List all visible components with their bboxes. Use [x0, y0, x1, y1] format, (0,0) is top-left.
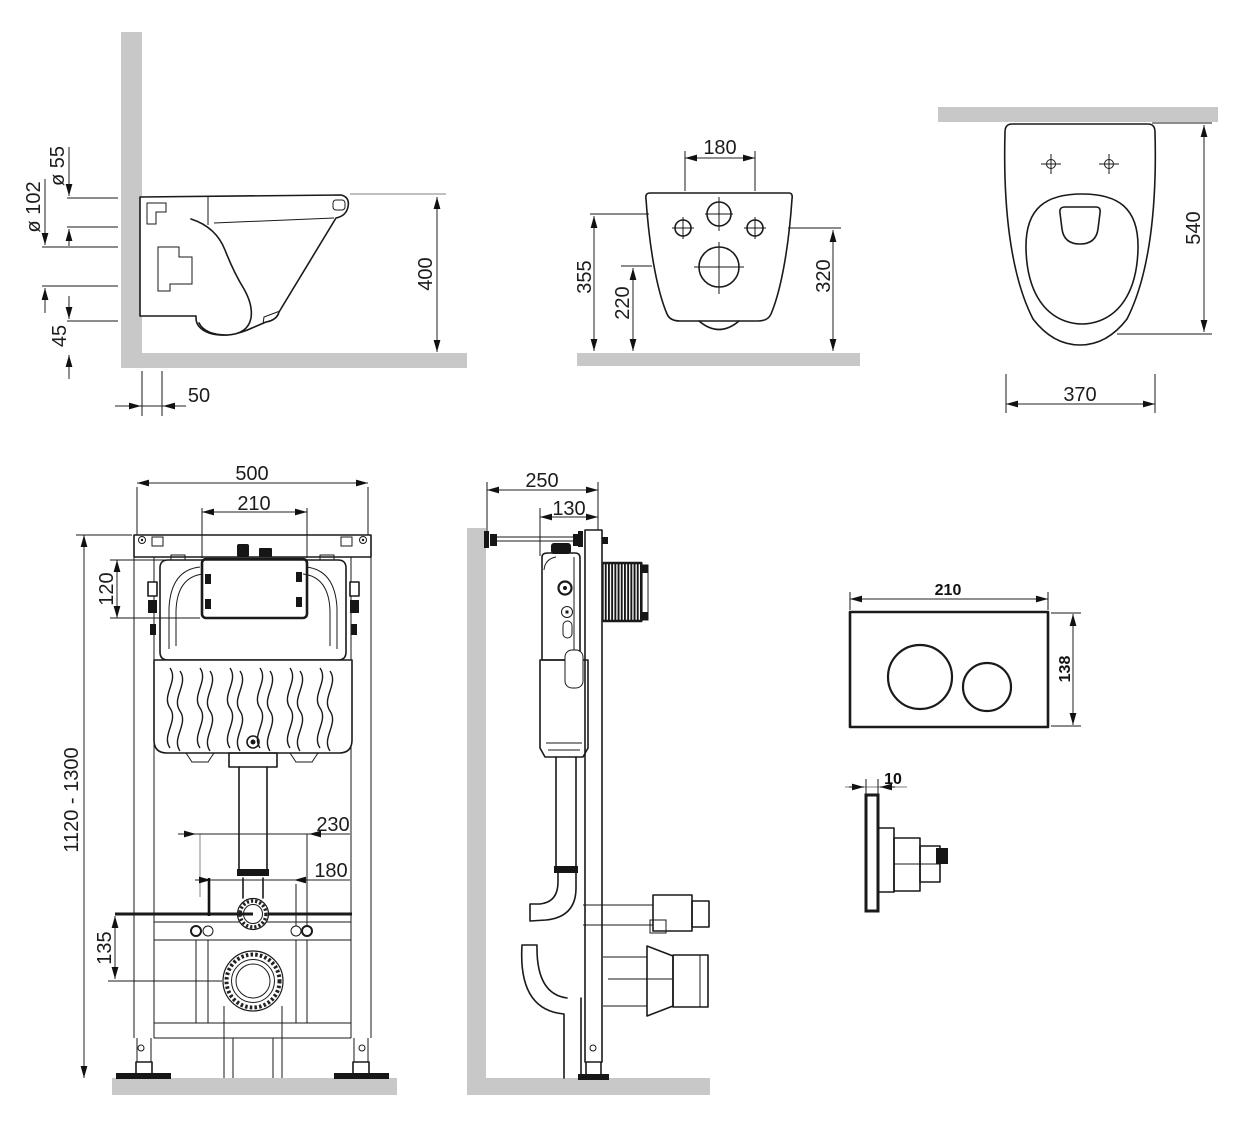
dim-label-plate-thickness: 10 — [884, 771, 902, 788]
drain-side — [520, 944, 709, 1079]
flush-valve-knob — [259, 548, 272, 557]
mounting-holes — [672, 197, 766, 294]
frame-front-view: 500 210 120 1120 - 1300 230 180 135 — [61, 463, 397, 1095]
dim-label-45: 45 — [49, 325, 71, 347]
dim-label-230: 230 — [316, 814, 349, 836]
toilet-top-outline — [1003, 123, 1157, 346]
dim-label-inlet-diameter: ø 55 — [47, 146, 69, 186]
rear-view-dimensions: 180 355 220 320 — [574, 137, 841, 351]
access-window — [200, 557, 309, 620]
wall-section — [467, 528, 486, 1078]
wall-section — [121, 32, 142, 368]
frame-front-dimensions: 500 210 120 1120 - 1300 230 180 135 — [61, 463, 369, 1078]
wall-section — [938, 107, 1218, 122]
dim-label-220: 220 — [612, 286, 634, 319]
flush-plate-dimensions: 210 138 — [849, 582, 1081, 727]
dim-label-plate-width: 210 — [935, 582, 962, 599]
seat-opening — [1025, 193, 1139, 325]
dim-label-plate-height: 138 — [1057, 656, 1074, 683]
toilet-side-outline — [139, 194, 350, 336]
side-view-dimensions: ø 55 ø 102 45 50 400 — [23, 146, 446, 416]
plate-mechanism — [877, 827, 948, 893]
toilet-top-view: 540 370 — [938, 107, 1218, 413]
dim-label-height-range: 1120 - 1300 — [61, 747, 83, 852]
dim-label-180-frame: 180 — [314, 860, 347, 882]
top-view-dimensions: 540 370 — [1005, 122, 1212, 413]
plate-thickness-dimension: 10 — [845, 771, 907, 795]
filling-valve-knob — [237, 544, 249, 557]
dim-label-370: 370 — [1063, 384, 1096, 406]
frame-side-dimensions: 250 130 — [486, 470, 599, 556]
floor-section — [467, 1078, 710, 1095]
insulation-waves — [166, 667, 334, 752]
flush-plate-sleeve — [602, 561, 649, 623]
cistern-side — [539, 543, 589, 758]
wall-rod — [484, 531, 583, 548]
flush-plate-front-view: 210 138 — [848, 582, 1081, 729]
big-flush-button — [886, 643, 954, 711]
dim-label-540: 540 — [1183, 211, 1205, 244]
dim-label-180-rear: 180 — [703, 137, 736, 159]
toilet-rear-view: 180 355 220 320 — [574, 137, 860, 366]
dim-label-400: 400 — [415, 257, 437, 290]
frame-side-view: 250 130 — [467, 470, 710, 1095]
floor-section — [121, 353, 467, 368]
dim-label-210-frame: 210 — [237, 493, 270, 515]
small-flush-button — [961, 661, 1013, 713]
floor-section — [112, 1078, 397, 1095]
dim-label-355: 355 — [574, 260, 596, 293]
seat-hinge-hole — [332, 199, 346, 211]
dim-label-320: 320 — [813, 259, 835, 292]
cistern — [147, 544, 360, 763]
trap-bulge — [698, 320, 740, 331]
flush-pipe-front — [228, 752, 278, 899]
dim-label-250: 250 — [525, 470, 558, 492]
water-inlet-and-drain — [115, 897, 352, 1078]
dim-label-120: 120 — [96, 572, 118, 605]
dim-label-130: 130 — [552, 498, 585, 520]
dim-label-500: 500 — [235, 463, 268, 485]
flush-plate-side-view: 10 — [845, 771, 948, 913]
plate-profile — [864, 793, 880, 913]
toilet-side-view: ø 55 ø 102 45 50 400 — [23, 32, 467, 416]
floor-section — [577, 353, 860, 366]
frame-rail-side — [578, 529, 609, 1080]
flush-pipe-side — [529, 756, 578, 922]
dim-label-135: 135 — [94, 931, 116, 964]
dim-label-outlet-diameter: ø 102 — [23, 181, 45, 232]
dim-label-50: 50 — [188, 385, 210, 407]
flush-inlet — [1059, 206, 1101, 245]
flush-plate-body — [848, 610, 1050, 729]
inlet-pipe-side — [583, 894, 710, 934]
fixing-crosshairs — [1041, 154, 1119, 174]
